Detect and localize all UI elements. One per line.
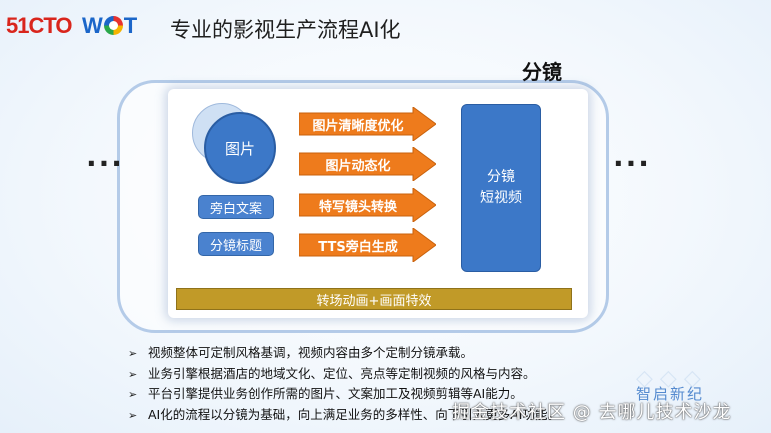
image-node: 图片 bbox=[204, 112, 276, 184]
slide-title: 专业的影视生产流程AI化 bbox=[170, 18, 401, 42]
bullet-text: 业务引擎根据酒店的地域文化、定位、亮点等定制视频的风格与内容。 bbox=[148, 365, 536, 381]
logo-wot-o-icon bbox=[103, 16, 123, 35]
logo-51cto: 51CTO bbox=[6, 13, 73, 38]
list-item: ➢ 视频整体可定制风格基调，视频内容由多个定制分镜承载。 bbox=[128, 343, 560, 364]
storyboard-video-node: 分镜 短视频 bbox=[461, 104, 541, 272]
transition-effects-bar: 转场动画+画面特效 bbox=[176, 288, 572, 310]
arrow-shape-icon bbox=[299, 228, 436, 262]
image-node-label: 图片 bbox=[224, 139, 255, 158]
list-item: ➢ 业务引擎根据酒店的地域文化、定位、亮点等定制视频的风格与内容。 bbox=[128, 364, 560, 385]
bullet-arrow-icon: ➢ bbox=[128, 347, 138, 360]
arrow-image-sharpen: 图片清晰度优化 bbox=[299, 107, 436, 141]
logo-wot-w: W bbox=[82, 13, 103, 38]
bullet-arrow-icon: ➢ bbox=[128, 388, 138, 401]
narration-text-label: 旁白文案 bbox=[209, 201, 262, 217]
list-item: ➢ AI化的流程以分镜为基础，向上满足业务的多样性、向下引入更多AI功能。 bbox=[128, 405, 560, 426]
bullet-text: 视频整体可定制风格基调，视频内容由多个定制分镜承载。 bbox=[148, 345, 474, 360]
storyboard-frame-label: 分镜 bbox=[522, 60, 562, 84]
arrow-closeup-shot: 特写镜头转换 bbox=[299, 188, 436, 222]
bullet-list: ➢ 视频整体可定制风格基调，视频内容由多个定制分镜承载。 ➢ 业务引擎根据酒店的地域… bbox=[128, 343, 560, 425]
arrow-image-sharpen-label: 图片清晰度优化 bbox=[312, 118, 404, 134]
arrow-tts-narration: TTS旁白生成 bbox=[299, 228, 436, 262]
narration-text-node: 旁白文案 bbox=[198, 195, 274, 219]
storyboard-title-label: 分镜标题 bbox=[209, 238, 262, 254]
transition-effects-label: 转场动画+画面特效 bbox=[316, 293, 432, 309]
bullet-arrow-icon: ➢ bbox=[128, 367, 138, 381]
arrow-image-animate-label: 图片动态化 bbox=[325, 158, 391, 174]
arrow-shape-icon bbox=[299, 188, 436, 222]
storyboard-title-node: 分镜标题 bbox=[198, 232, 274, 256]
faint-watermark-graphic: ◇ ◇ ◇ bbox=[636, 366, 701, 391]
bullet-arrow-icon: ➢ bbox=[128, 408, 138, 422]
bullet-text: AI化的流程以分镜为基础，向上满足业务的多样性、向下引入更多AI功能。 bbox=[148, 406, 560, 422]
community-watermark: 掘金技术社区 @ 去哪儿技术沙龙 bbox=[452, 402, 732, 423]
storyboard-video-line2: 短视频 bbox=[480, 190, 522, 206]
arrow-shape-icon bbox=[299, 107, 436, 141]
storyboard-video-line1: 分镜 bbox=[487, 169, 515, 185]
arrow-closeup-shot-label: 特写镜头转换 bbox=[318, 199, 397, 215]
arrow-tts-narration-label: TTS旁白生成 bbox=[318, 239, 398, 255]
ellipsis-right: ... bbox=[613, 140, 651, 173]
arrow-image-animate: 图片动态化 bbox=[299, 147, 436, 181]
list-item: ➢ 平台引擎提供业务创作所需的图片、文案加工及视频剪辑等AI能力。 bbox=[128, 384, 560, 405]
bullet-text: 平台引擎提供业务创作所需的图片、文案加工及视频剪辑等AI能力。 bbox=[148, 386, 523, 401]
ellipsis-left: ... bbox=[86, 140, 124, 173]
arrow-shape-icon bbox=[299, 147, 436, 181]
logo-wot-t: T bbox=[123, 13, 138, 38]
event-watermark: 智启新纪 bbox=[636, 385, 705, 403]
